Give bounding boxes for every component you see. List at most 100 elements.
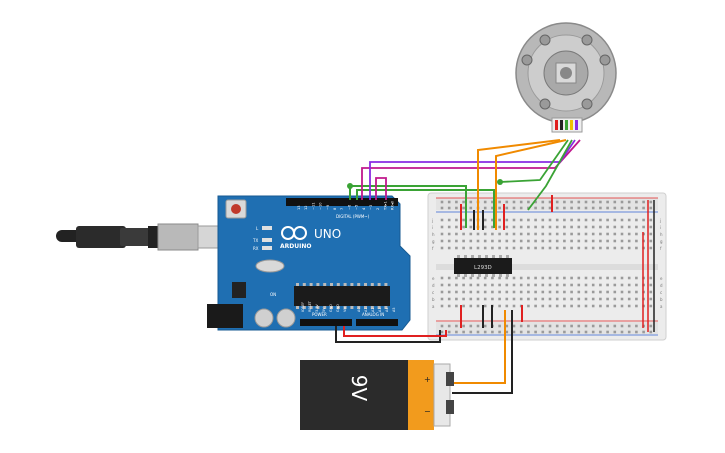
breadboard-hole[interactable] [491,200,494,204]
breadboard-hole[interactable] [512,297,516,301]
breadboard-hole[interactable] [440,246,444,250]
breadboard-hole[interactable] [519,297,523,301]
breadboard-hole[interactable] [606,276,609,280]
breadboard-hole[interactable] [591,330,595,334]
breadboard-hole[interactable] [620,283,624,287]
breadboard-hole[interactable] [591,200,595,204]
breadboard-hole[interactable] [635,324,638,328]
breadboard-hole[interactable] [498,283,501,287]
breadboard-hole[interactable] [555,330,559,334]
breadboard-hole[interactable] [649,324,653,328]
breadboard-hole[interactable] [642,206,645,210]
breadboard-hole[interactable] [649,218,653,222]
breadboard-hole[interactable] [627,246,631,250]
breadboard-hole[interactable] [534,304,537,308]
breadboard-hole[interactable] [498,290,501,294]
breadboard-hole[interactable] [476,246,480,250]
breadboard-hole[interactable] [534,276,537,280]
breadboard-hole[interactable] [570,232,573,236]
breadboard-hole[interactable] [527,246,530,250]
breadboard-hole[interactable] [548,206,552,210]
breadboard-hole[interactable] [491,218,494,222]
breadboard-hole[interactable] [455,246,458,250]
breadboard-hole[interactable] [455,290,458,294]
breadboard-hole[interactable] [505,200,509,204]
breadboard-hole[interactable] [606,330,609,334]
breadboard-hole[interactable] [570,297,573,301]
breadboard-hole[interactable] [563,297,566,301]
breadboard-hole[interactable] [491,283,494,287]
breadboard-hole[interactable] [519,239,523,243]
breadboard-hole[interactable] [635,290,638,294]
breadboard-hole[interactable] [627,225,631,229]
breadboard-hole[interactable] [498,239,501,243]
breadboard-hole[interactable] [512,330,516,334]
breadboard-hole[interactable] [570,304,573,308]
breadboard-hole[interactable] [635,297,638,301]
breadboard-hole[interactable] [476,330,480,334]
breadboard-hole[interactable] [512,225,516,229]
breadboard-hole[interactable] [635,304,638,308]
breadboard-hole[interactable] [570,283,573,287]
breadboard-hole[interactable] [491,330,494,334]
breadboard-hole[interactable] [591,304,595,308]
breadboard-hole[interactable] [570,276,573,280]
breadboard-hole[interactable] [455,218,458,222]
breadboard-hole[interactable] [447,304,451,308]
breadboard-hole[interactable] [527,324,530,328]
breadboard-hole[interactable] [476,304,480,308]
breadboard-hole[interactable] [541,225,545,229]
breadboard-hole[interactable] [498,225,501,229]
breadboard-hole[interactable] [534,283,537,287]
breadboard-hole[interactable] [620,330,624,334]
breadboard-hole[interactable] [613,225,617,229]
breadboard-hole[interactable] [577,283,581,287]
breadboard-hole[interactable] [548,304,552,308]
breadboard-hole[interactable] [577,324,581,328]
breadboard-hole[interactable] [519,283,523,287]
breadboard-hole[interactable] [469,218,473,222]
breadboard-hole[interactable] [627,200,631,204]
breadboard-hole[interactable] [548,200,552,204]
breadboard-hole[interactable] [512,206,516,210]
breadboard-hole[interactable] [527,304,530,308]
breadboard-hole[interactable] [498,218,501,222]
breadboard-hole[interactable] [534,232,537,236]
breadboard-hole[interactable] [527,290,530,294]
breadboard-hole[interactable] [606,304,609,308]
breadboard-hole[interactable] [591,232,595,236]
breadboard-hole[interactable] [462,276,465,280]
breadboard-hole[interactable] [483,283,487,287]
breadboard-hole[interactable] [591,225,595,229]
breadboard-hole[interactable] [519,290,523,294]
breadboard-hole[interactable] [563,246,566,250]
breadboard-hole[interactable] [534,297,537,301]
breadboard-hole[interactable] [469,297,473,301]
breadboard-hole[interactable] [440,330,444,334]
breadboard-hole[interactable] [462,290,465,294]
breadboard-hole[interactable] [649,206,653,210]
breadboard-hole[interactable] [462,297,465,301]
breadboard-hole[interactable] [627,330,631,334]
breadboard-hole[interactable] [527,200,530,204]
breadboard-hole[interactable] [440,232,444,236]
breadboard-hole[interactable] [447,206,451,210]
breadboard-hole[interactable] [627,290,631,294]
breadboard-hole[interactable] [613,304,617,308]
breadboard-hole[interactable] [447,297,451,301]
breadboard-hole[interactable] [555,283,559,287]
breadboard-hole[interactable] [483,330,487,334]
breadboard-hole[interactable] [563,290,566,294]
breadboard-hole[interactable] [469,200,473,204]
breadboard-hole[interactable] [476,283,480,287]
breadboard-hole[interactable] [541,246,545,250]
breadboard-hole[interactable] [620,324,624,328]
breadboard-hole[interactable] [447,276,451,280]
breadboard-hole[interactable] [455,232,458,236]
breadboard-hole[interactable] [512,324,516,328]
breadboard-hole[interactable] [570,225,573,229]
breadboard-hole[interactable] [555,218,559,222]
breadboard-hole[interactable] [527,283,530,287]
breadboard-hole[interactable] [577,297,581,301]
breadboard-hole[interactable] [476,232,480,236]
